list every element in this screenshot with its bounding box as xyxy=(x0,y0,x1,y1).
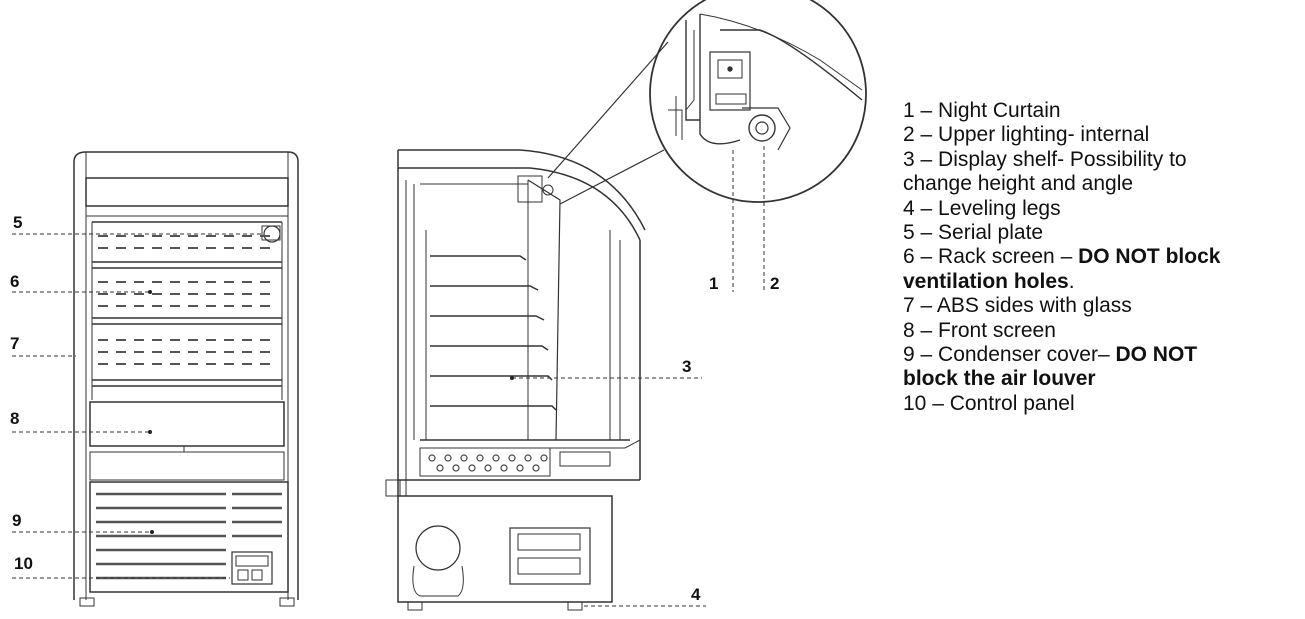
shelf-leader-dot xyxy=(510,376,514,380)
zoom-detail-interior xyxy=(668,13,863,151)
legend-item-1: 1 – Night Curtain xyxy=(903,99,1061,122)
callout-10: 10 xyxy=(14,554,33,573)
side-view-unit xyxy=(385,149,646,611)
legend-item-9-warning-2: block the air louver xyxy=(903,367,1096,391)
zoom-leader-lines xyxy=(732,146,765,292)
callout-1: 1 xyxy=(709,274,718,293)
legend-item-9-warning-1: DO NOT xyxy=(1115,343,1198,367)
legend-item-10: 10 – Control panel xyxy=(903,391,1075,415)
legend-item-5: 5 – Serial plate xyxy=(903,221,1044,245)
legend-item-6-line-1: 6 – Rack screen – DO NOT block xyxy=(903,245,1303,269)
condenser-louvers xyxy=(96,492,282,580)
callout-3: 3 xyxy=(682,357,691,376)
legend-item-3-line-1: 3 – Display shelf- Possibility to xyxy=(903,147,1187,171)
callout-2: 2 xyxy=(770,274,779,293)
callout-6: 6 xyxy=(10,272,19,291)
front-leader-dots xyxy=(148,290,154,534)
zoom-detail xyxy=(547,0,867,205)
legend-item-6-warning-2: ventilation holes xyxy=(903,269,1069,293)
legend-item-6-prefix: 6 – Rack screen – xyxy=(903,245,1079,269)
legend-item-9-prefix: 9 – Condenser cover– xyxy=(903,343,1116,367)
legend-item-9-line-1: 9 – Condenser cover– DO NOT xyxy=(903,343,1303,367)
callout-8: 8 xyxy=(10,409,19,428)
callout-5: 5 xyxy=(13,213,22,232)
legend-item-9-line-2: block the air louver xyxy=(903,367,1303,391)
legend-item-8: 8 – Front screen xyxy=(903,318,1056,342)
legend-item-3-line-2: change height and angle xyxy=(903,172,1134,196)
legend-item-4: 4 – Leveling legs xyxy=(903,196,1061,220)
callout-9: 9 xyxy=(12,511,21,530)
legend-item-6-line-2: ventilation holes. xyxy=(903,270,1303,294)
side-leader-lines xyxy=(512,377,706,607)
legend: 1 – Night Curtain 2 – Upper lighting- in… xyxy=(903,99,1303,416)
side-base-holes xyxy=(428,454,548,472)
front-rack-screen-holes xyxy=(98,235,276,365)
callout-7: 7 xyxy=(10,334,19,353)
legend-item-2: 2 – Upper lighting- internal xyxy=(903,123,1150,147)
callout-4: 4 xyxy=(691,585,701,604)
legend-item-7: 7 – ABS sides with glass xyxy=(903,294,1132,318)
front-view-unit xyxy=(73,151,299,607)
legend-item-6-suffix: . xyxy=(1068,269,1075,293)
front-leader-lines xyxy=(12,233,262,579)
legend-item-6-warning-1: DO NOT block xyxy=(1078,245,1221,269)
